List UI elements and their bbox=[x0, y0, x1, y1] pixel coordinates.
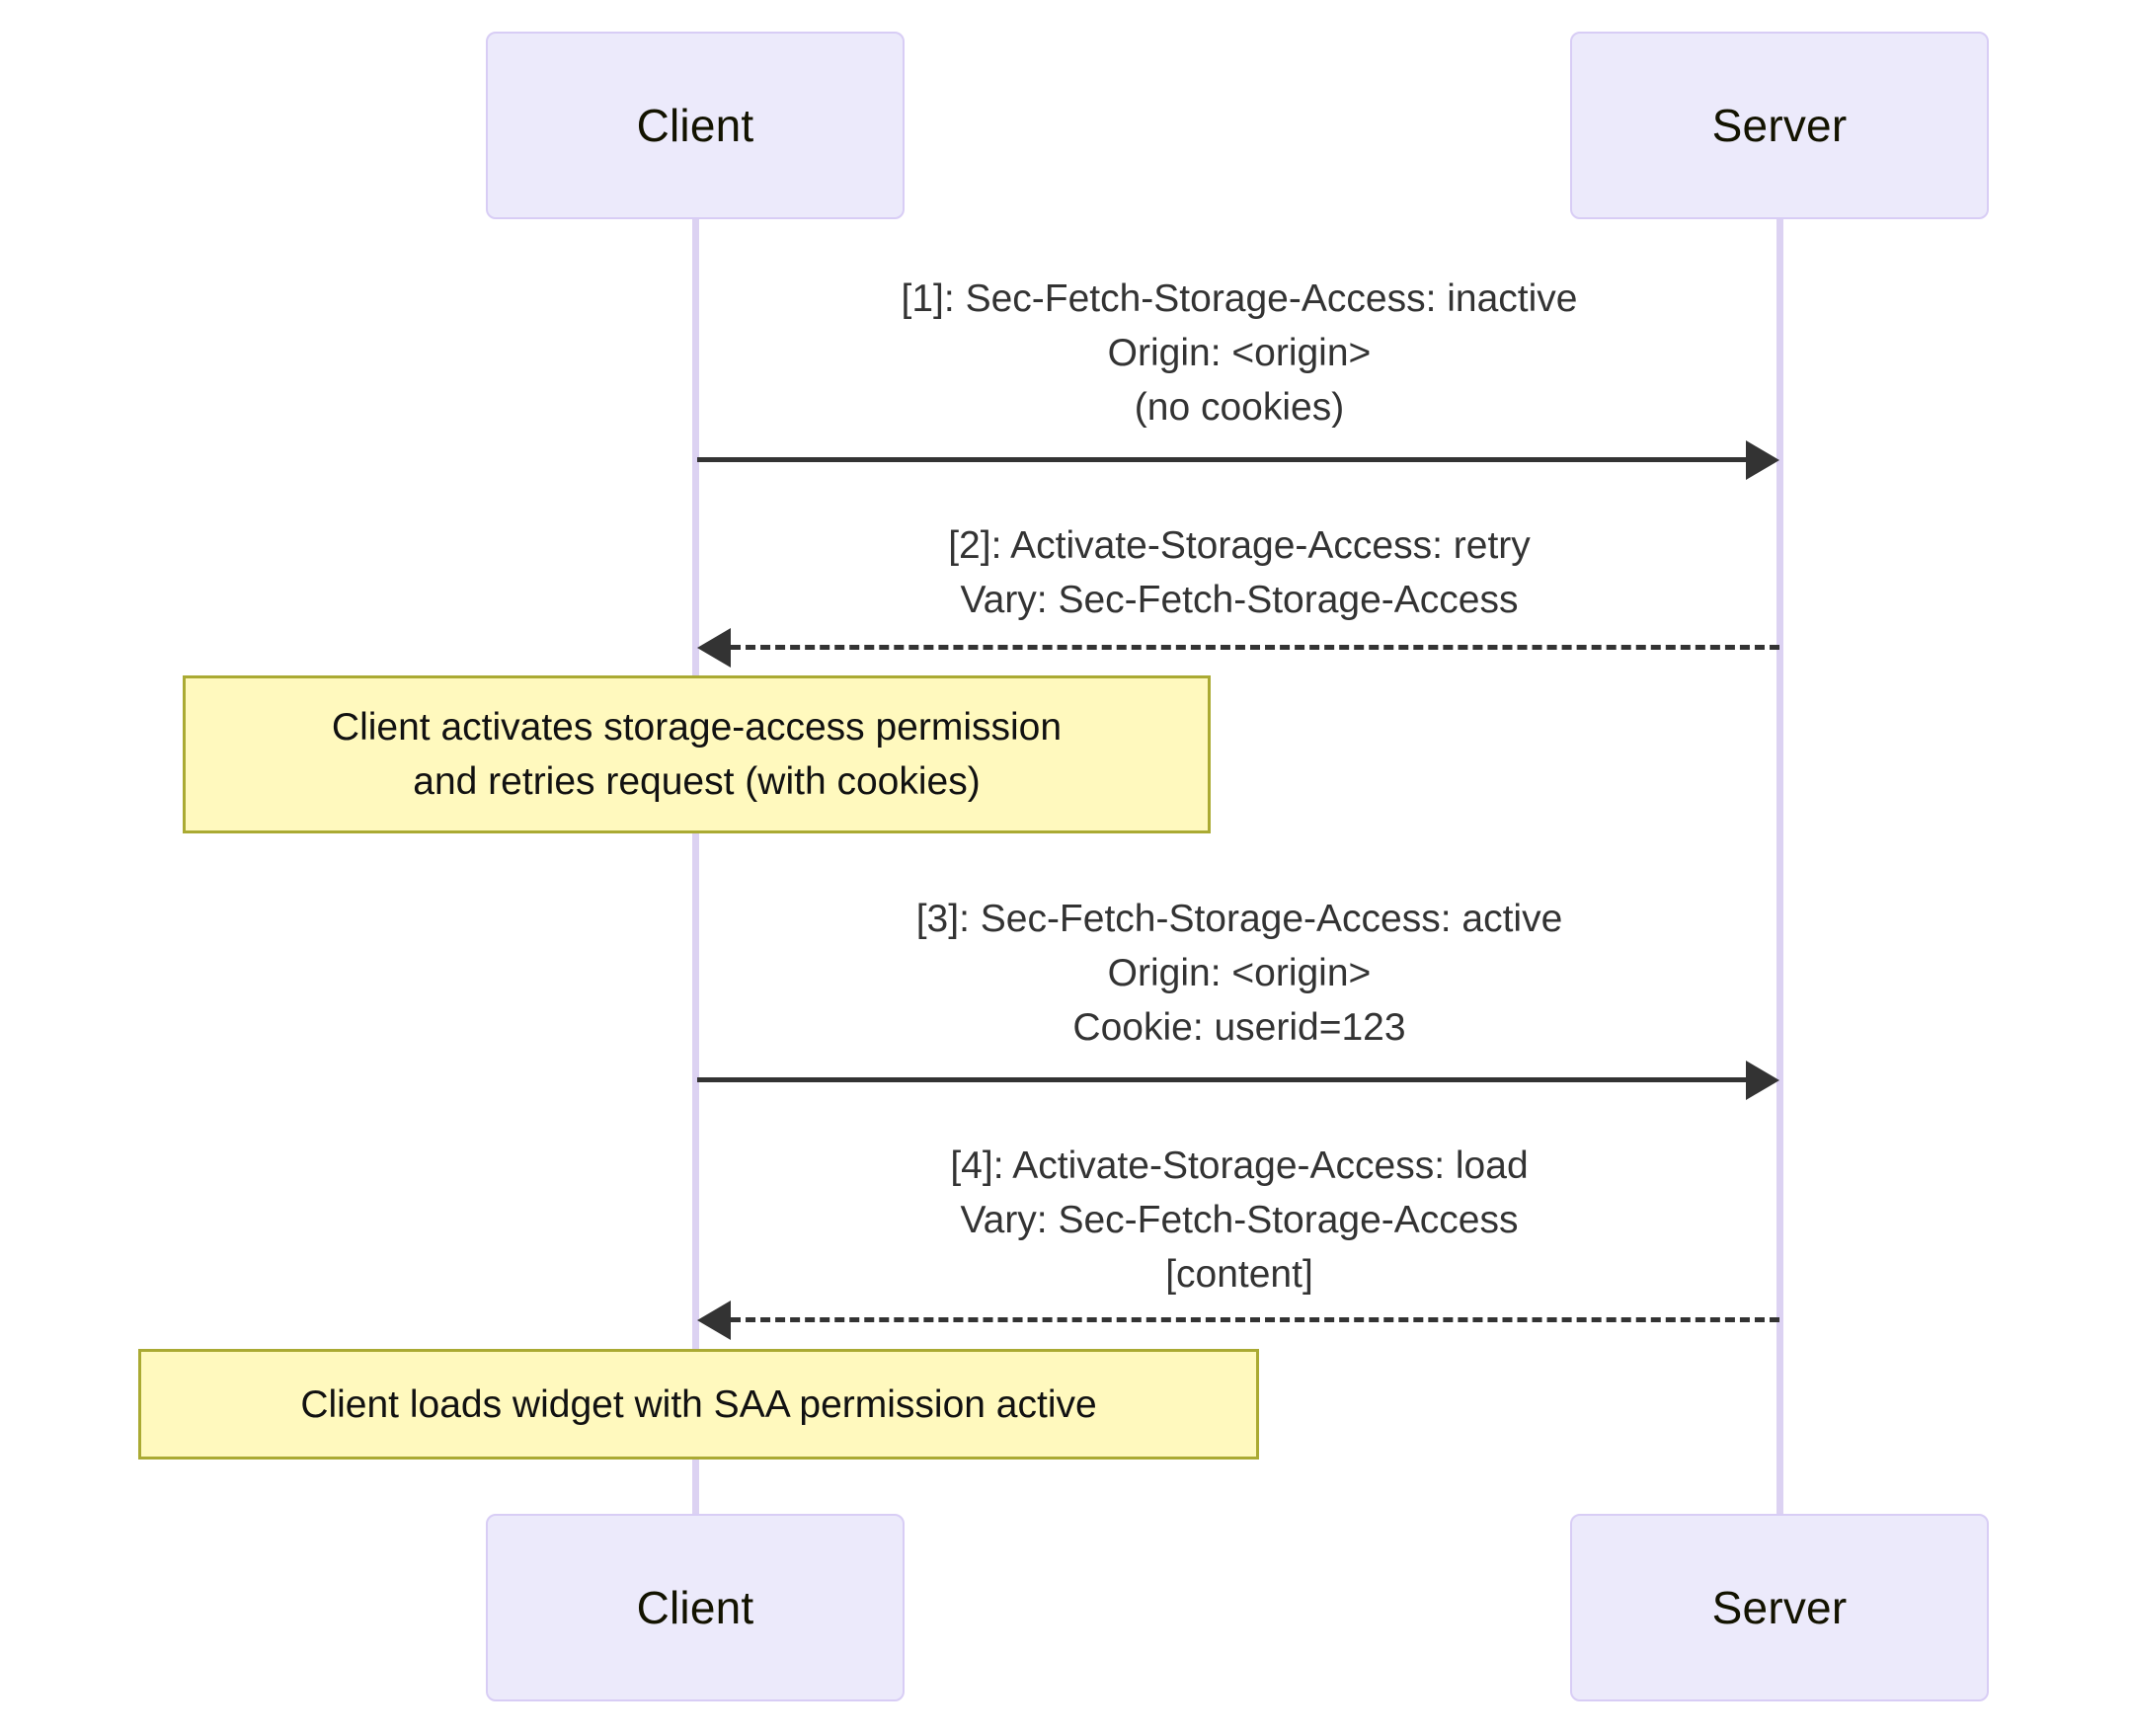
message-3-line-3: Cookie: userid=123 bbox=[1072, 1006, 1406, 1049]
message-2-label: [2]: Activate-Storage-Access: retry Vary… bbox=[696, 518, 1782, 627]
message-3-arrow-head bbox=[1746, 1061, 1779, 1100]
message-1-arrow-head bbox=[1746, 440, 1779, 480]
message-1-label: [1]: Sec-Fetch-Storage-Access: inactive … bbox=[696, 272, 1782, 434]
message-1-arrow-line bbox=[697, 457, 1748, 462]
message-4-arrow-head bbox=[697, 1301, 731, 1340]
message-1-line-1: [1]: Sec-Fetch-Storage-Access: inactive bbox=[901, 277, 1578, 320]
participant-client-bottom-label: Client bbox=[636, 1582, 754, 1633]
note-client-loads-widget: Client loads widget with SAA permission … bbox=[138, 1349, 1259, 1460]
message-4-line-3: [content] bbox=[1165, 1253, 1313, 1296]
message-4-label: [4]: Activate-Storage-Access: load Vary:… bbox=[696, 1139, 1782, 1302]
message-4-line-2: Vary: Sec-Fetch-Storage-Access bbox=[960, 1199, 1519, 1241]
participant-client-bottom[interactable]: Client bbox=[486, 1514, 905, 1701]
message-1-line-3: (no cookies) bbox=[1134, 386, 1345, 429]
message-3-arrow-line bbox=[697, 1077, 1748, 1082]
participant-client-top-label: Client bbox=[636, 100, 754, 151]
message-3-label: [3]: Sec-Fetch-Storage-Access: active Or… bbox=[696, 892, 1782, 1055]
participant-server-top-label: Server bbox=[1711, 100, 1848, 151]
message-1-line-2: Origin: <origin> bbox=[1107, 332, 1372, 374]
note-1-line-1: Client activates storage-access permissi… bbox=[331, 706, 1063, 749]
participant-client-top[interactable]: Client bbox=[486, 32, 905, 219]
note-2-text: Client loads widget with SAA permission … bbox=[300, 1378, 1096, 1432]
lifeline-client bbox=[692, 219, 699, 1515]
note-client-activates-permission: Client activates storage-access permissi… bbox=[183, 675, 1211, 833]
participant-server-bottom-label: Server bbox=[1711, 1582, 1848, 1633]
message-2-arrow-line bbox=[731, 645, 1779, 650]
participant-server-top[interactable]: Server bbox=[1570, 32, 1989, 219]
note-2-line-1: Client loads widget with SAA permission … bbox=[300, 1382, 1097, 1426]
message-4-arrow-line bbox=[731, 1317, 1779, 1322]
message-4-line-1: [4]: Activate-Storage-Access: load bbox=[950, 1144, 1529, 1187]
message-2-line-2: Vary: Sec-Fetch-Storage-Access bbox=[960, 579, 1519, 621]
participant-server-bottom[interactable]: Server bbox=[1570, 1514, 1989, 1701]
message-3-line-2: Origin: <origin> bbox=[1107, 952, 1372, 994]
note-1-line-2: and retries request (with cookies) bbox=[413, 760, 981, 803]
message-3-line-1: [3]: Sec-Fetch-Storage-Access: active bbox=[915, 898, 1563, 940]
message-2-arrow-head bbox=[697, 628, 731, 668]
lifeline-server bbox=[1776, 219, 1783, 1515]
note-1-text: Client activates storage-access permissi… bbox=[332, 700, 1062, 809]
message-2-line-1: [2]: Activate-Storage-Access: retry bbox=[948, 524, 1531, 567]
